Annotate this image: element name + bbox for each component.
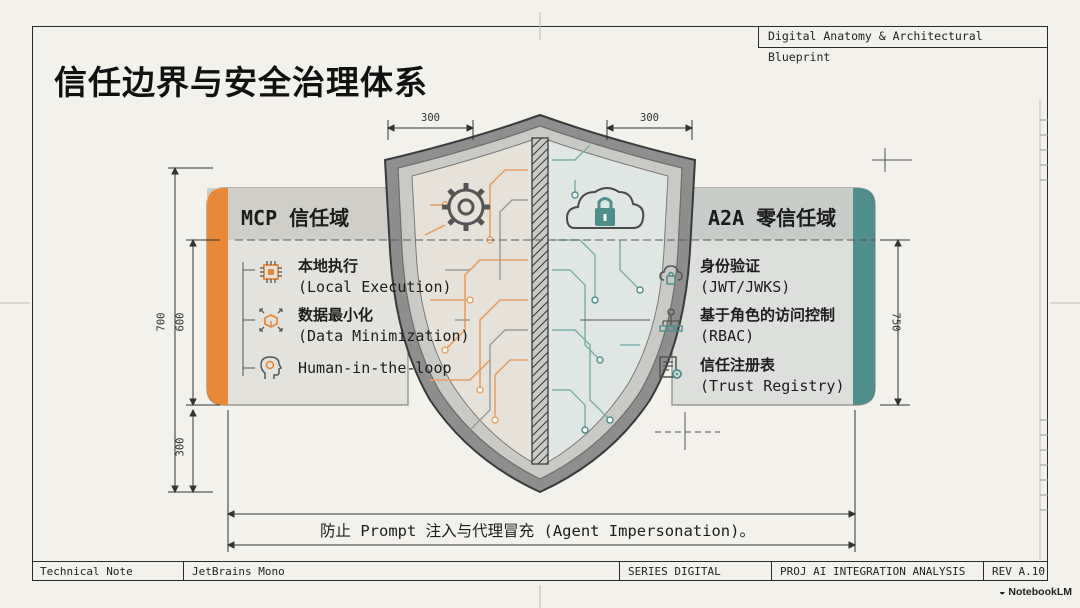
left-item-1-zh: 本地执行 (298, 257, 359, 275)
left-circuits (424, 169, 528, 420)
bottom-note: 防止 Prompt 注入与代理冒充 (Agent Impersonation)。 (318, 519, 757, 541)
right-item-2-en: (RBAC) (700, 327, 755, 345)
guide-lines (0, 12, 1080, 608)
right-item-3: 信任注册表 (Trust Registry) (700, 355, 845, 397)
role-hierarchy-icon (659, 308, 683, 332)
footer-cell-rev: REV A.10 (992, 565, 1045, 578)
registry-gear-icon (659, 356, 682, 379)
human-head-gear-icon (260, 356, 283, 379)
footer-cell-note: Technical Note (32, 562, 184, 581)
left-item-2: 数据最小化 (Data Minimization) (298, 305, 470, 347)
left-item-1: 本地执行 (Local Execution) (298, 256, 452, 298)
footer-cell-font: JetBrains Mono (184, 562, 620, 581)
right-panel-shape (671, 187, 876, 406)
left-panel-title: MCP 信任域 (241, 206, 350, 230)
shield-divider (531, 137, 549, 465)
left-item-2-zh: 数据最小化 (298, 306, 374, 324)
brand-label: ◒ NotebookLM (999, 586, 1072, 598)
right-item-1: 身份验证 (JWT/JWKS) (700, 256, 790, 298)
left-item-2-en: (Data Minimization) (298, 327, 470, 345)
data-minimize-icon (259, 308, 283, 332)
cloud-lock-small-icon (659, 265, 683, 285)
right-item-3-zh: 信任注册表 (700, 356, 776, 374)
right-item-1-en: (JWT/JWKS) (700, 278, 791, 296)
footer-cell-series: SERIES DIGITAL (620, 562, 772, 581)
page-title: 信任边界与安全治理体系 (54, 63, 428, 102)
dimension-lines (168, 120, 910, 552)
dim-left-bottom: 300 (174, 437, 187, 457)
brand-text: NotebookLM (1008, 586, 1072, 598)
right-panel-title: A2A 零信任域 (708, 206, 837, 230)
dim-left-inner: 600 (174, 312, 187, 332)
right-circuits (552, 144, 641, 430)
right-item-3-en: (Trust Registry) (700, 377, 845, 395)
right-item-2-zh: 基于角色的访问控制 (700, 306, 836, 324)
left-item-3: Human-in-the-loop (298, 358, 452, 379)
dim-left-outer: 700 (155, 312, 168, 332)
footer-cell-project: PROJ AI INTEGRATION ANALYSIS (772, 562, 984, 581)
chip-icon (260, 261, 282, 283)
left-item-3-en: Human-in-the-loop (298, 359, 452, 377)
left-panel-shape (206, 187, 409, 406)
ruler-ticks (1040, 119, 1048, 511)
blueprint-tag: Digital Anatomy & Architectural Blueprin… (758, 26, 1048, 64)
gear-icon (442, 183, 490, 231)
cloud-lock-icon (565, 187, 645, 229)
left-item-1-en: (Local Execution) (298, 278, 452, 296)
dim-top-left: 300 (421, 112, 440, 124)
footer-bar: Technical Note JetBrains Mono SERIES DIG… (32, 561, 1048, 581)
right-item-1-zh: 身份验证 (700, 257, 761, 275)
dim-top-right: 300 (640, 112, 659, 124)
right-item-2: 基于角色的访问控制 (RBAC) (700, 305, 835, 347)
notebooklm-logo-icon: ◒ (999, 586, 1009, 598)
dim-right: 750 (889, 312, 902, 332)
